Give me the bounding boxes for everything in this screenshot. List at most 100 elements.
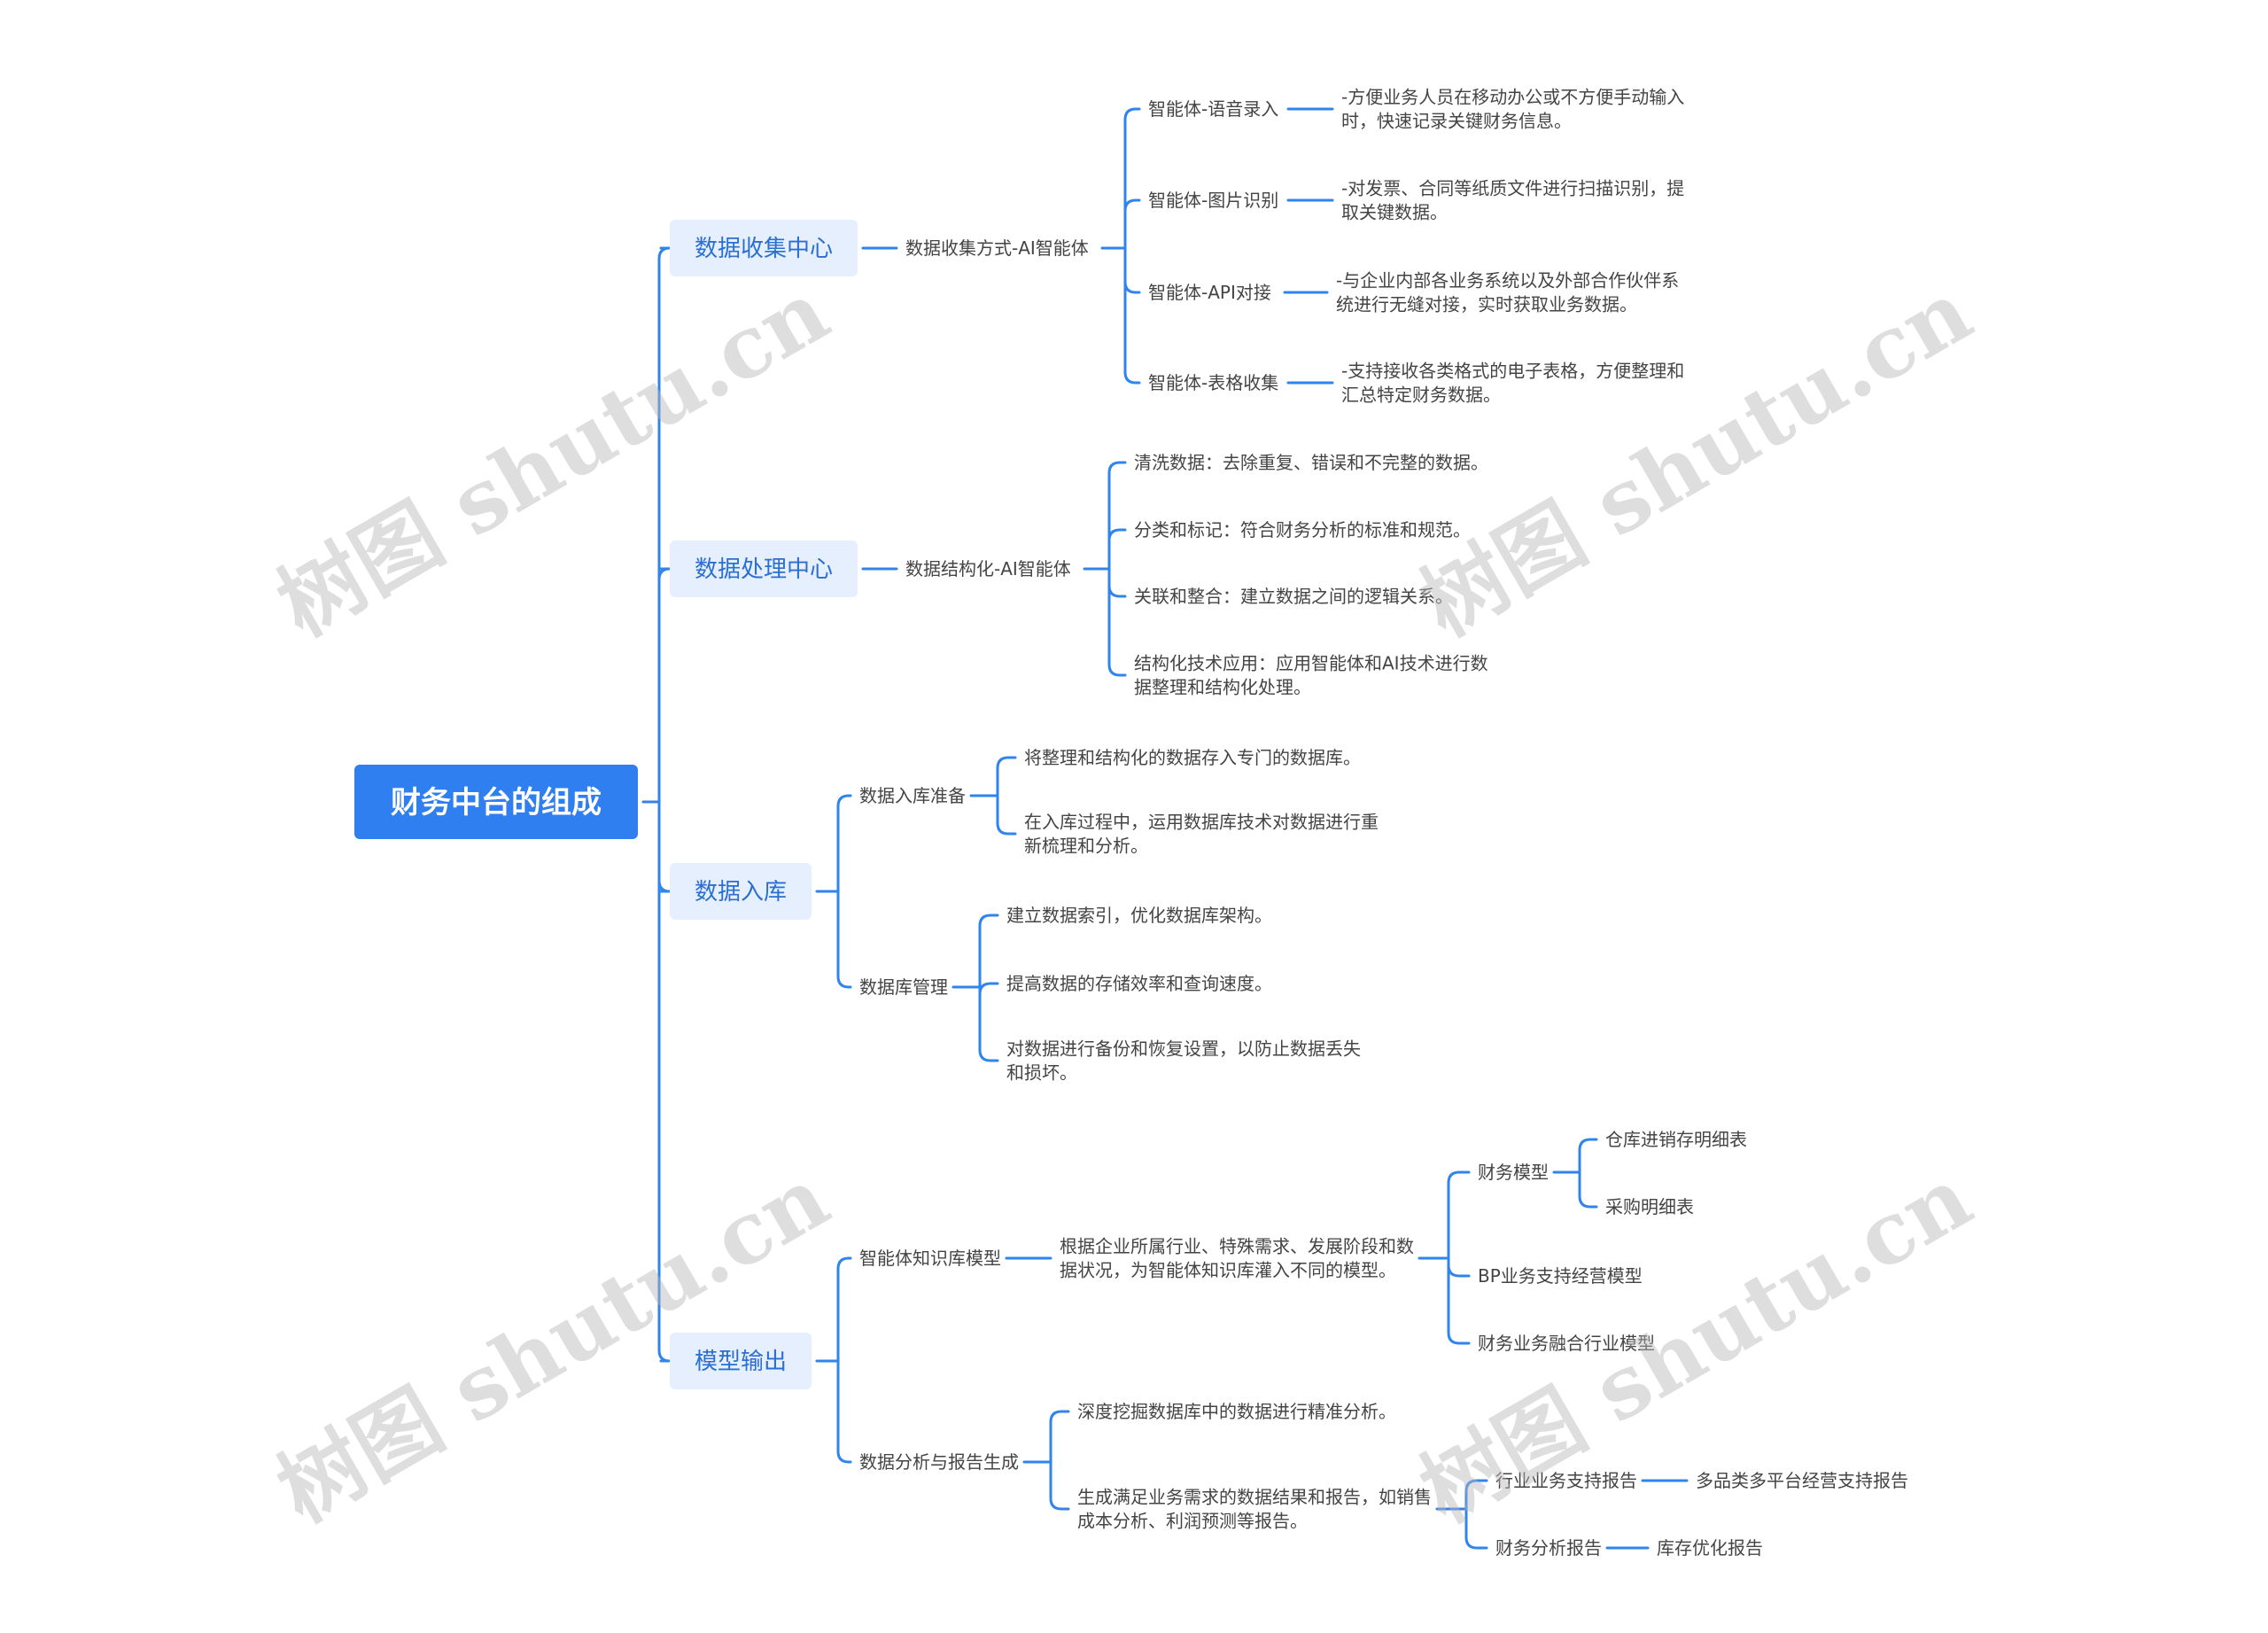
connector-line — [1578, 1138, 1598, 1174]
connector-line — [1107, 567, 1127, 598]
mindmap-node-d3-line: 深度挖掘数据库中的数据进行精准分析。 — [1077, 1401, 1396, 1422]
mindmap-node-d4-line: 行业业务支持报告 — [1495, 1470, 1637, 1491]
mindmap-node-d4-line: -与企业内部各业务系统以及外部合作伙伴系 — [1336, 270, 1679, 292]
mindmap-node-d4-line: 时，快速记录关键财务信息。 — [1341, 111, 1572, 132]
connector-line — [1049, 1460, 1070, 1511]
connector-line — [978, 914, 999, 989]
mindmap-node-d3: 将整理和结构化的数据存入专门的数据库。 — [1024, 747, 1361, 768]
root-node — [354, 765, 638, 839]
mindmap-node-d3-line: 智能体-语音录入 — [1148, 98, 1278, 120]
mindmap-node-d4: -支持接收各类格式的电子表格，方便整理和汇总特定财务数据。 — [1341, 361, 1684, 406]
mindmap-node-d2-line: 数据结构化-AI智能体 — [905, 558, 1071, 579]
mindmap-node-d3: 根据企业所属行业、特殊需求、发展阶段和数据状况，为智能体知识库灌入不同的模型。 — [1060, 1236, 1414, 1281]
mindmap-node-d3-line: 成本分析、利润预测等报告。 — [1077, 1511, 1308, 1532]
mindmap-node-d3: 清洗数据：去除重复、错误和不完整的数据。 — [1134, 452, 1488, 473]
connector-line — [1107, 567, 1127, 677]
mindmap-node-d3-line: 新梳理和分析。 — [1024, 836, 1148, 857]
connector-line — [657, 800, 672, 893]
mindmap-node-d4: -与企业内部各业务系统以及外部合作伙伴系统进行无缝对接，实时获取业务数据。 — [1336, 270, 1679, 315]
mindmap-node-d4-line: 财务分析报告 — [1495, 1537, 1602, 1559]
mindmap-node-d5-line: 仓库进销存明细表 — [1605, 1129, 1747, 1150]
branch-node-4 — [670, 1333, 812, 1389]
mindmap-node-d3: 关联和整合：建立数据之间的逻辑关系。 — [1134, 586, 1453, 607]
mindmap-node-d3: 智能体-语音录入 — [1148, 98, 1278, 120]
connector-line — [978, 982, 999, 996]
mindmap-node-d4-line: 取关键数据。 — [1341, 202, 1448, 223]
connector-line — [1049, 1410, 1070, 1464]
mindmap-node-d3: 智能体-表格收集 — [1148, 372, 1278, 393]
mindmap-node-d2: 数据收集方式-AI智能体 — [905, 237, 1089, 259]
mindmap-node-d3: 在入库过程中，运用数据库技术对数据进行重新梳理和分析。 — [1024, 812, 1379, 857]
connector-line — [1107, 461, 1127, 571]
branch-node-3 — [670, 863, 812, 920]
mindmap-node-d3: 智能体-图片识别 — [1148, 190, 1278, 211]
mindmap-node-d3-line: 提高数据的存储效率和查询速度。 — [1006, 973, 1272, 994]
connector-line — [1464, 1479, 1488, 1511]
branch-node-4-label: 模型输出 — [695, 1349, 787, 1375]
connector-line — [657, 800, 672, 1363]
mindmap-node-d4: BP业务支持经营模型 — [1478, 1265, 1643, 1287]
mindmap-node-d4: 财务模型 — [1478, 1162, 1549, 1183]
mindmap-node-d3-line: 智能体-API对接 — [1148, 282, 1271, 303]
mindmap-node-d3-line: 在入库过程中，运用数据库技术对数据进行重 — [1024, 812, 1379, 833]
mindmap-node-d2-line: 数据入库准备 — [859, 785, 966, 806]
root-node-label: 财务中台的组成 — [391, 785, 602, 820]
mindmap-node-d3: 提高数据的存储效率和查询速度。 — [1006, 973, 1272, 994]
connector-line — [1123, 246, 1141, 294]
mindmap-node-d4-line: -对发票、合同等纸质文件进行扫描识别，提 — [1341, 178, 1684, 199]
connector-line — [1123, 246, 1141, 385]
mindmap-node-d3-line: 智能体-图片识别 — [1148, 190, 1278, 211]
connector-line — [1578, 1170, 1598, 1209]
connector-line — [978, 985, 999, 1062]
mindmap-node-d3-line: 据状况，为智能体知识库灌入不同的模型。 — [1060, 1260, 1396, 1281]
connector-line — [836, 890, 852, 989]
connector-line — [1447, 1170, 1471, 1260]
connector-lines — [641, 107, 1689, 1550]
mindmap-node-d2-line: 数据库管理 — [859, 976, 948, 998]
mindmap-node-d3-line: 对数据进行备份和恢复设置，以防止数据丢失 — [1006, 1038, 1361, 1060]
mindmap-node-d3-line: 智能体-表格收集 — [1148, 372, 1278, 393]
mindmap-node-d2-line: 数据收集方式-AI智能体 — [905, 237, 1089, 259]
mindmap-node-d3: 分类和标记：符合财务分析的标准和规范。 — [1134, 519, 1471, 540]
mindmap-node-d4: 行业业务支持报告 — [1495, 1470, 1637, 1491]
connector-line — [996, 794, 1017, 836]
mindmap-node-d5: 仓库进销存明细表 — [1605, 1129, 1747, 1150]
branch-node-2-label: 数据处理中心 — [695, 556, 833, 583]
branch-node-1 — [670, 220, 858, 276]
connector-line — [657, 246, 672, 804]
mindmap-node-d5: 采购明细表 — [1605, 1196, 1694, 1217]
mindmap-node-d2-line: 数据分析与报告生成 — [859, 1451, 1019, 1473]
mindmap-node-d4: 财务分析报告 — [1495, 1537, 1602, 1559]
mindmap-node-d3-line: 和损坏。 — [1006, 1062, 1077, 1084]
connector-line — [1107, 528, 1127, 571]
watermark: 树图 shutu.cn — [1404, 261, 1987, 656]
mindmap-node-d4-line: 财务业务融合行业模型 — [1478, 1333, 1655, 1354]
mindmap-node-d3: 生成满足业务需求的数据结果和报告，如销售成本分析、利润预测等报告。 — [1077, 1487, 1432, 1532]
branch-node-3-label: 数据入库 — [695, 879, 787, 906]
mindmap-node-d4-line: 财务模型 — [1478, 1162, 1549, 1183]
mindmap-node-d5: 库存优化报告 — [1657, 1537, 1763, 1559]
mindmap-node-d4: 财务业务融合行业模型 — [1478, 1333, 1655, 1354]
connector-line — [836, 794, 852, 893]
mindmap-node-d3: 结构化技术应用：应用智能体和AI技术进行数据整理和结构化处理。 — [1134, 653, 1488, 698]
branch-node-2 — [670, 540, 858, 597]
mindmap-node-d2: 数据入库准备 — [859, 785, 966, 806]
mindmap-node-d3-line: 分类和标记：符合财务分析的标准和规范。 — [1134, 519, 1471, 540]
mindmap-nodes: 财务中台的组成数据收集中心数据处理中心数据入库模型输出数据收集方式-AI智能体智… — [354, 87, 1908, 1559]
mindmap-node-d3: 深度挖掘数据库中的数据进行精准分析。 — [1077, 1401, 1396, 1422]
connector-line — [1123, 107, 1141, 250]
mindmap-node-d3-line: 根据企业所属行业、特殊需求、发展阶段和数 — [1060, 1236, 1414, 1257]
connector-line — [836, 1256, 852, 1363]
connector-line — [1447, 1256, 1471, 1345]
mindmap-node-d4-line: 汇总特定财务数据。 — [1341, 385, 1501, 406]
mindmap-node-d5-line: 库存优化报告 — [1657, 1537, 1763, 1559]
mindmap-node-d5: 多品类多平台经营支持报告 — [1696, 1470, 1908, 1491]
mindmap-node-d3: 对数据进行备份和恢复设置，以防止数据丢失和损坏。 — [1006, 1038, 1361, 1084]
mindmap-node-d3-line: 建立数据索引，优化数据库架构。 — [1006, 905, 1272, 926]
mindmap-node-d2: 数据分析与报告生成 — [859, 1451, 1019, 1473]
connector-line — [836, 1359, 852, 1464]
mindmap-node-d3-line: 将整理和结构化的数据存入专门的数据库。 — [1024, 747, 1361, 768]
mindmap-node-d2: 数据结构化-AI智能体 — [905, 558, 1071, 579]
